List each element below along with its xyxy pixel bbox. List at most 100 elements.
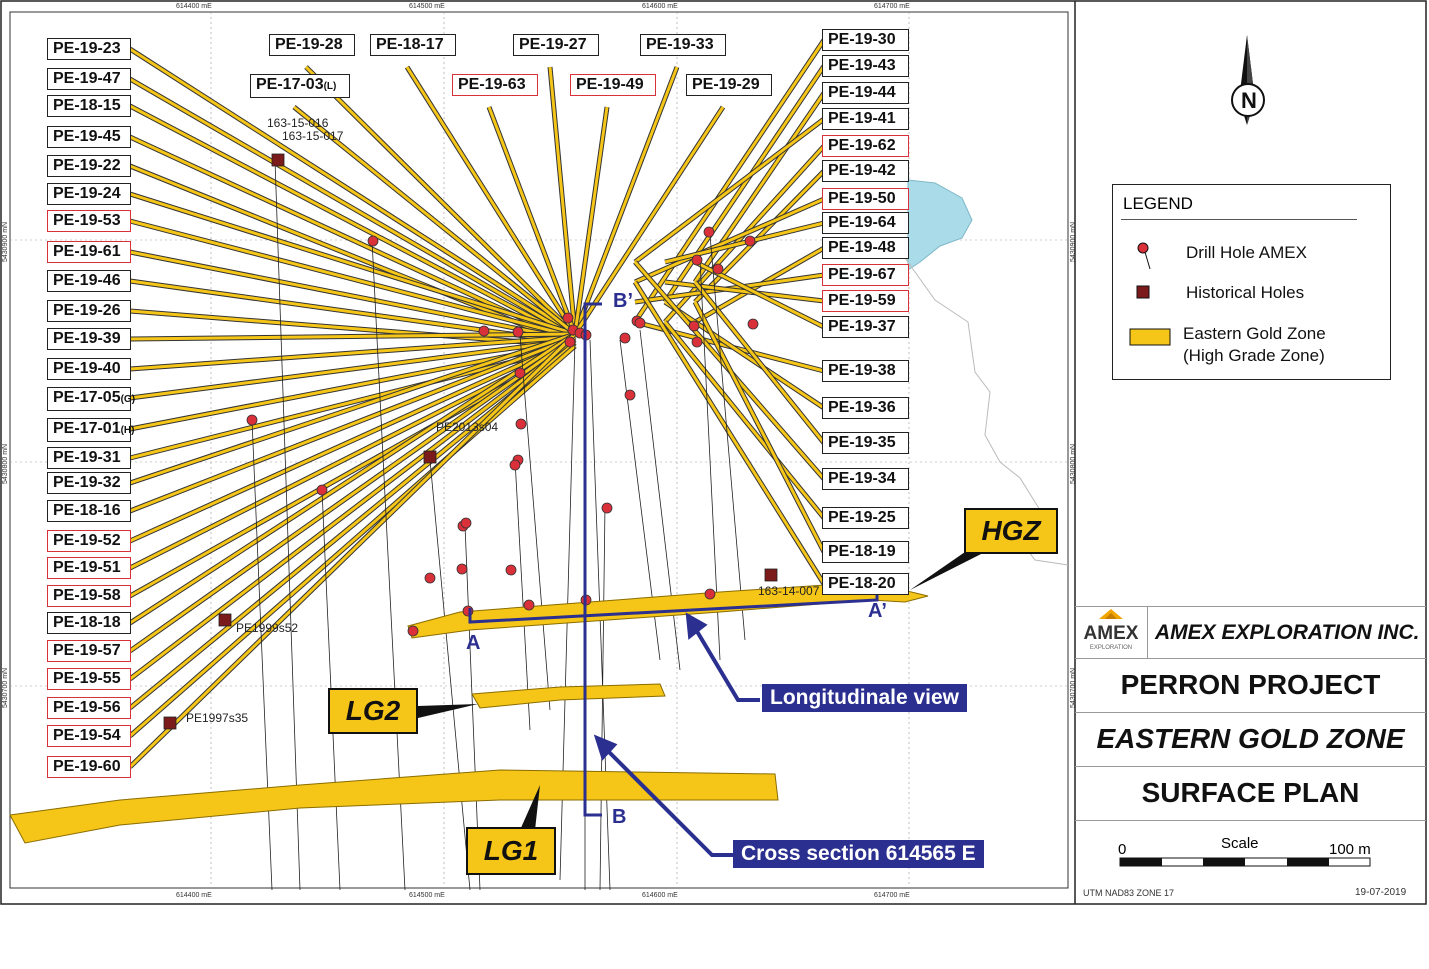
hole-label-pe-19-62: PE-19-62 bbox=[822, 135, 909, 157]
zone-label-hgz: HGZ bbox=[964, 508, 1058, 554]
hole-label-pe-19-51: PE-19-51 bbox=[47, 557, 131, 579]
lg1-pointer bbox=[520, 785, 540, 830]
cross-section-label: Cross section 614565 E bbox=[733, 840, 984, 868]
drill-hole-marker bbox=[691, 254, 703, 266]
hole-label-pe-18-15: PE-18-15 bbox=[47, 95, 131, 117]
historical-hole-marker bbox=[423, 450, 437, 464]
hole-label-pe-19-26: PE-19-26 bbox=[47, 300, 131, 322]
hole-label-pe-19-46: PE-19-46 bbox=[47, 270, 131, 292]
drill-hole-marker bbox=[456, 563, 468, 575]
drill-hole-marker bbox=[523, 599, 535, 611]
historical-label-pe1999s52: PE1999s52 bbox=[236, 621, 299, 635]
drill-hole-marker bbox=[509, 459, 521, 471]
drill-hole-marker bbox=[407, 625, 419, 637]
section-label-a-prime: A’ bbox=[868, 600, 887, 622]
utm-left-label: 5430800 mN bbox=[2, 443, 9, 484]
historical-label-163-14-007: 163-14-007 bbox=[758, 584, 820, 598]
legend-drill-hole-label: Drill Hole AMEX bbox=[1186, 243, 1307, 262]
historical-label-163-15-016: 163-15-016 bbox=[267, 116, 329, 130]
company-logo: AMEX EXPLORATION bbox=[1075, 607, 1148, 659]
utm-bottom-label: 614600 mE bbox=[642, 892, 678, 899]
drill-hole-marker bbox=[744, 235, 756, 247]
hole-label-pe-19-42: PE-19-42 bbox=[822, 160, 909, 182]
hole-label-pe-19-35: PE-19-35 bbox=[822, 432, 909, 454]
utm-top-label: 614400 mE bbox=[176, 3, 212, 10]
drill-trace bbox=[251, 419, 273, 891]
hole-label-pe-19-59: PE-19-59 bbox=[822, 290, 909, 312]
drill-hole-marker bbox=[514, 367, 526, 379]
hole-label-pe-17-05: PE-17-05(G) bbox=[47, 387, 135, 411]
drill-hole-marker bbox=[691, 336, 703, 348]
utm-right-label: 5430800 mN bbox=[1070, 443, 1077, 484]
drill-hole-marker bbox=[747, 318, 759, 330]
company-row: AMEX EXPLORATION AMEX EXPLORATION INC. bbox=[1075, 606, 1426, 659]
hole-label-pe-17-01: PE-17-01(H) bbox=[47, 418, 134, 442]
hole-label-pe-19-37: PE-19-37 bbox=[822, 316, 909, 338]
hole-label-pe-19-36: PE-19-36 bbox=[822, 397, 909, 419]
title-block: AMEX EXPLORATION AMEX EXPLORATION INC. P… bbox=[1075, 606, 1426, 904]
longitudinal-view-label: Longitudinale view bbox=[762, 684, 968, 712]
hole-label-pe-19-60: PE-19-60 bbox=[47, 756, 131, 778]
drill-trace bbox=[709, 234, 746, 641]
utm-left-label: 5430700 mN bbox=[2, 667, 9, 708]
drill-trace bbox=[519, 334, 551, 711]
drill-trace bbox=[639, 329, 681, 671]
date-label: 19-07-2019 bbox=[1355, 887, 1407, 898]
utm-top-label: 614500 mE bbox=[409, 3, 445, 10]
hole-label-pe-19-52: PE-19-52 bbox=[47, 530, 131, 552]
company-name: AMEX EXPLORATION INC. bbox=[1155, 621, 1420, 644]
legend-title: LEGEND bbox=[1123, 194, 1193, 213]
cross-section-line bbox=[583, 302, 602, 817]
hole-label-pe-19-43: PE-19-43 bbox=[822, 55, 909, 77]
section-label-b-prime: B’ bbox=[613, 290, 633, 312]
hole-label-pe-19-31: PE-19-31 bbox=[47, 447, 131, 469]
scale-end: 100 m bbox=[1329, 841, 1371, 858]
project-title: PERRON PROJECT bbox=[1120, 669, 1381, 700]
drill-trace bbox=[429, 459, 471, 891]
drill-hole-marker bbox=[624, 389, 636, 401]
hole-label-pe-19-49: PE-19-49 bbox=[570, 74, 656, 96]
hole-label-pe-19-50: PE-19-50 bbox=[822, 188, 909, 210]
legend-zone-label: Eastern Gold Zone bbox=[1183, 324, 1326, 343]
lake bbox=[907, 179, 973, 271]
hole-label-pe-18-20: PE-18-20 bbox=[822, 573, 909, 595]
lg2-pointer bbox=[418, 704, 478, 718]
zone-label-lg2: LG2 bbox=[328, 688, 418, 734]
drill-hole-marker bbox=[424, 572, 436, 584]
drill-hole-marker bbox=[478, 325, 490, 337]
hole-label-pe-19-27: PE-19-27 bbox=[513, 34, 599, 56]
drill-hole-marker bbox=[460, 517, 472, 529]
legend-historical-icon bbox=[1136, 285, 1150, 299]
cross-section-arrow bbox=[603, 746, 735, 857]
historical-hole-marker bbox=[163, 716, 177, 730]
drill-hole-marker bbox=[367, 235, 379, 247]
zone-row: EASTERN GOLD ZONE bbox=[1075, 712, 1426, 767]
north-letter: N bbox=[1241, 88, 1257, 113]
utm-top-label: 614600 mE bbox=[642, 3, 678, 10]
hole-label-pe-19-56: PE-19-56 bbox=[47, 697, 131, 719]
drill-hole-marker bbox=[505, 564, 517, 576]
plan-row: SURFACE PLAN bbox=[1075, 766, 1426, 821]
section-label-a: A bbox=[466, 632, 481, 654]
drill-trace bbox=[514, 459, 531, 731]
logo-subtext: EXPLORATION bbox=[1089, 645, 1133, 651]
hole-label-pe-19-34: PE-19-34 bbox=[822, 468, 909, 490]
hole-label-pe-19-45: PE-19-45 bbox=[47, 126, 131, 148]
drill-hole-marker bbox=[515, 418, 527, 430]
hole-label-pe-19-47: PE-19-47 bbox=[47, 68, 131, 90]
drill-hole-marker bbox=[634, 317, 646, 329]
drill-hole-marker bbox=[564, 336, 576, 348]
logo-text: AMEX bbox=[1083, 623, 1139, 644]
utm-bottom-label: 614400 mE bbox=[176, 892, 212, 899]
hole-label-pe-19-57: PE-19-57 bbox=[47, 640, 131, 662]
historical-label-pe2013s04: PE2013s04 bbox=[436, 420, 499, 434]
hole-label-pe-19-44: PE-19-44 bbox=[822, 82, 909, 104]
project-row: PERRON PROJECT bbox=[1075, 658, 1426, 713]
section-label-b: B bbox=[612, 806, 627, 828]
historical-hole-marker bbox=[218, 613, 232, 627]
hole-label-pe-18-19: PE-18-19 bbox=[822, 541, 909, 563]
lg2-zone bbox=[471, 683, 666, 709]
scale-start: 0 bbox=[1118, 841, 1127, 858]
legend-zone-swatch bbox=[1129, 328, 1171, 346]
